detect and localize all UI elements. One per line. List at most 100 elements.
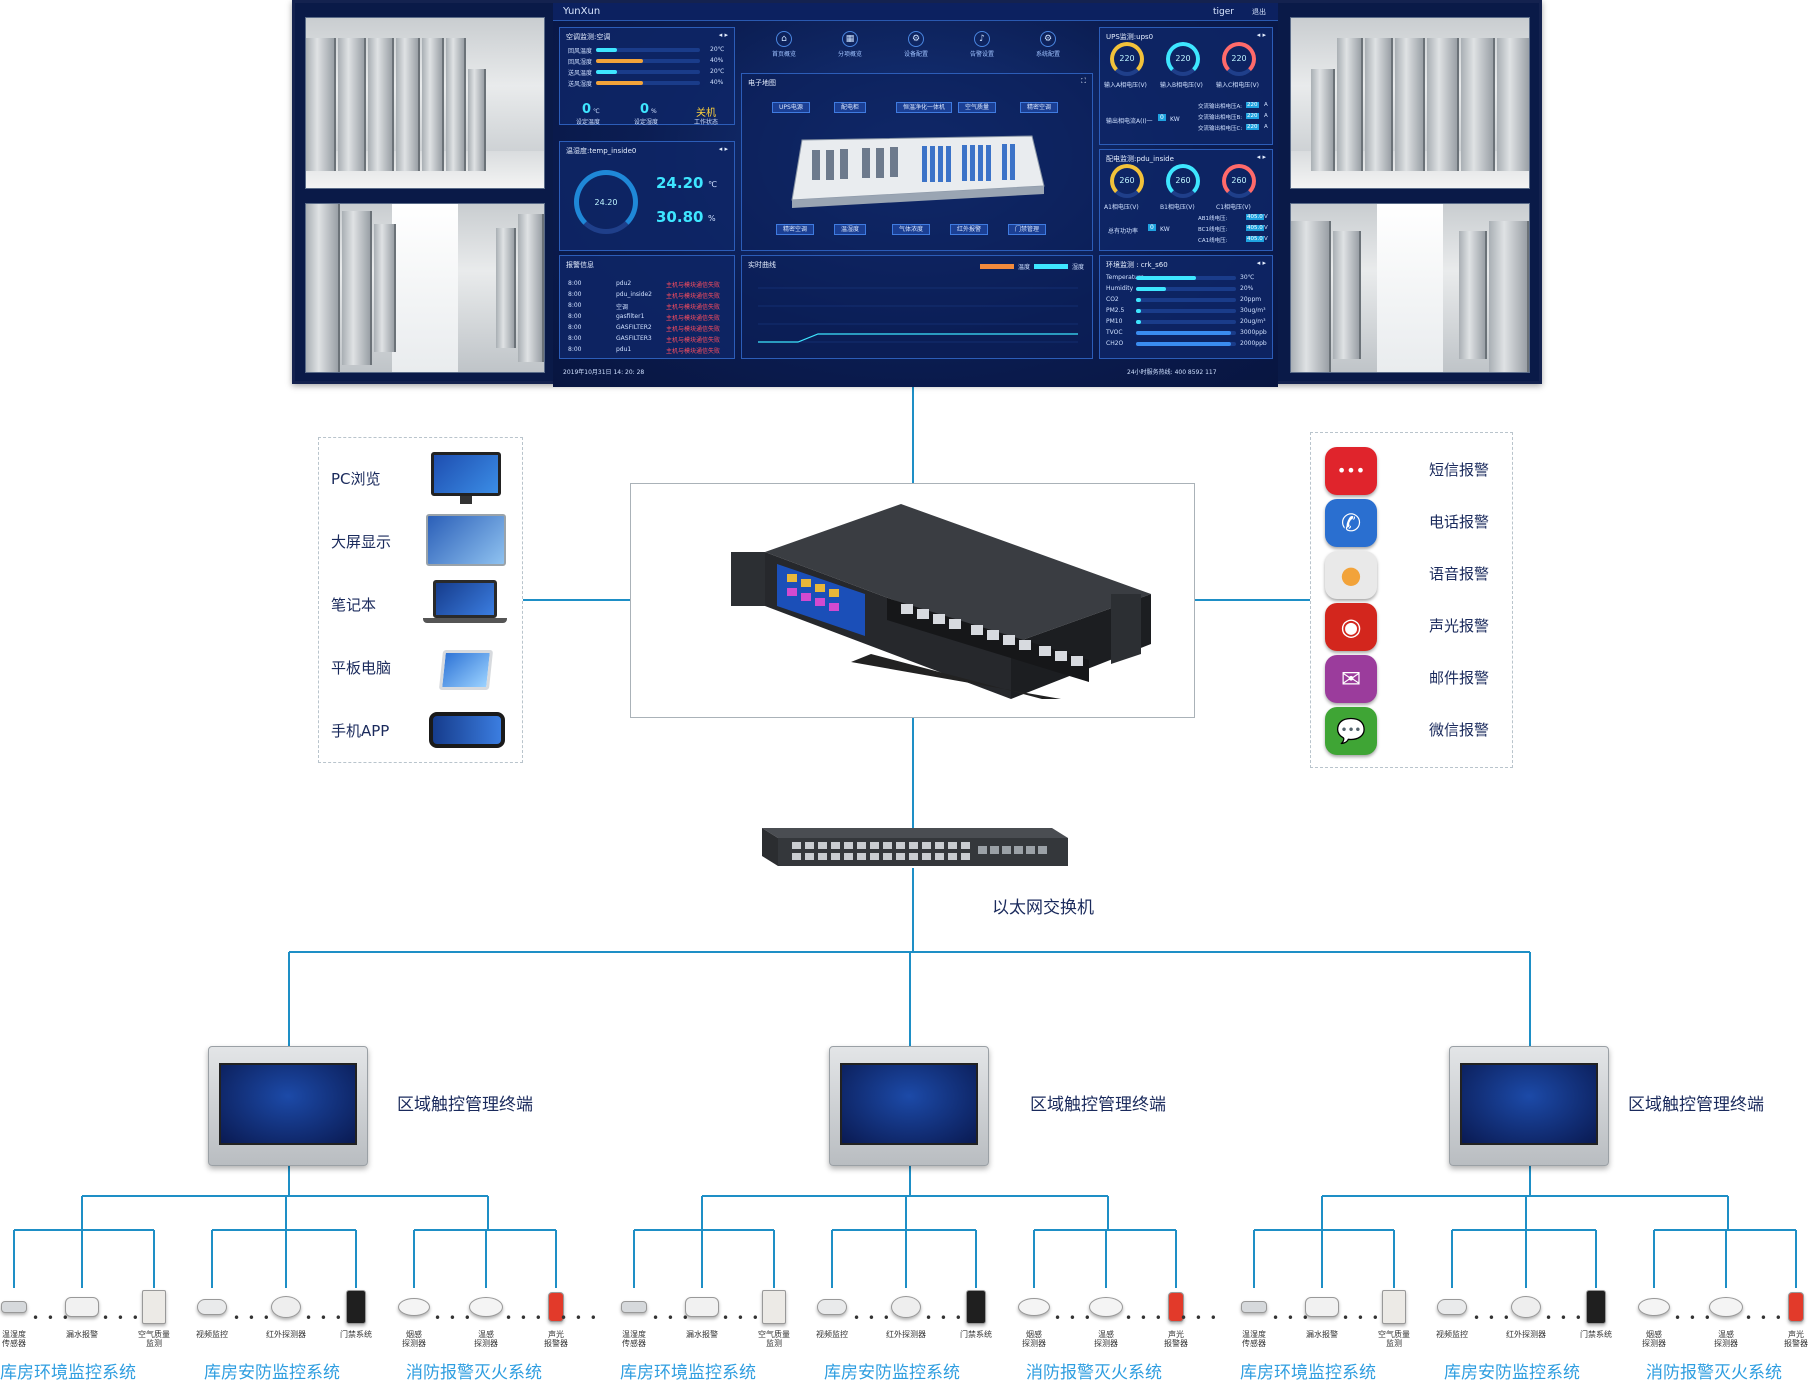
exit-link[interactable]: 退出 (1252, 8, 1266, 16)
alarm-row-message: 主机与模块通信失败 (666, 315, 721, 322)
map-tag[interactable]: 红外报警 (950, 224, 989, 235)
env-row-label: TVOC (1106, 329, 1123, 336)
ellipsis: • • • (505, 1311, 544, 1325)
nav-item[interactable]: ⚙设备配置 (885, 31, 947, 58)
sensor-shape (817, 1299, 847, 1315)
row-label: CA1线电压: (1198, 238, 1228, 244)
sensor-shape (1241, 1301, 1267, 1313)
work-state-label: 工作状态 (694, 119, 719, 126)
panel-arrows-icon[interactable]: ◂ ▸ (1256, 31, 1266, 39)
monitoring-host-box (630, 483, 1195, 718)
system-label: 消防报警灭火系统 (406, 1363, 542, 1380)
terminal-label-2: 区域触控管理终端 (1030, 1095, 1166, 1115)
gauge: 220 (1166, 42, 1200, 76)
env-row-label: PM2.5 (1106, 307, 1125, 314)
map-tag[interactable]: 恒温净化一体机 (896, 102, 953, 113)
row-unit: V (1264, 214, 1268, 220)
legend-temp-swatch (980, 264, 1014, 269)
nav-item[interactable]: ⌂首页概览 (753, 31, 815, 58)
mail-icon: ✉ (1325, 655, 1377, 703)
ac-row-label: 送风湿度 (568, 81, 593, 88)
map-tag[interactable]: 温湿度 (834, 224, 867, 235)
row-label: 交流输出相电压C: (1198, 126, 1243, 132)
temp-gauge-value: 24.20 (594, 198, 618, 207)
system-label: 库房安防监控系统 (204, 1363, 340, 1380)
panel-arrows-icon[interactable]: ◂ ▸ (718, 31, 728, 39)
sensor-device (752, 1285, 796, 1329)
map-tag[interactable]: 精密空调 (776, 224, 815, 235)
service-hotline: 24小时服务热线: 400 8592 117 (1127, 369, 1217, 376)
regional-terminal-2[interactable] (829, 1046, 989, 1166)
alarm-row-time: 8:00 (568, 313, 582, 320)
map-tag[interactable]: UPS电源 (772, 102, 810, 113)
legend-temp-label: 温度 (1018, 264, 1031, 271)
sensor-shape (762, 1290, 786, 1324)
alarm-method-label: 声光报警 (1429, 617, 1490, 635)
env-row-value: 3000ppb (1240, 329, 1267, 336)
client-label: 笔记本 (331, 596, 377, 614)
sensor-label: 门禁系统 (1580, 1330, 1612, 1339)
map-tag[interactable]: 精密空调 (1020, 102, 1059, 113)
temp-value: 24.20 (656, 174, 704, 192)
gauge: 220 (1110, 42, 1144, 76)
alarm-panel-title: 报警信息 (566, 261, 594, 269)
nav-item[interactable]: ⚙系统配置 (1017, 31, 1079, 58)
env-row-bar (1136, 342, 1236, 346)
alarm-row-time: 8:00 (568, 291, 582, 298)
map-tag[interactable]: 门禁管理 (1008, 224, 1047, 235)
env-row-label: PM10 (1106, 318, 1123, 325)
sensor-label: 声光 报警器 (1164, 1330, 1188, 1348)
map-tag[interactable]: 空气质量 (958, 102, 997, 113)
system-label: 库房安防监控系统 (1444, 1363, 1580, 1380)
sensor-label: 温湿度 传感器 (1242, 1330, 1266, 1348)
client-label: PC浏览 (331, 470, 381, 488)
set-temp-label: 设定温度 (576, 119, 601, 126)
alarm-row-time: 8:00 (568, 280, 582, 287)
legend-hum-swatch (1034, 264, 1068, 269)
sensor-device (1012, 1285, 1056, 1329)
env-row-bar (1136, 298, 1236, 302)
system-icon: ⚙ (1040, 31, 1056, 47)
panel-arrows-icon[interactable]: ◂ ▸ (1256, 153, 1266, 161)
ac-row-value: 20℃ (710, 46, 725, 53)
gauge: 260 (1110, 164, 1144, 198)
sensor-shape (1709, 1297, 1743, 1317)
archive-room-photo (305, 17, 545, 189)
ellipsis: • • • (1180, 1311, 1219, 1325)
sensor-label: 视频监控 (196, 1330, 228, 1339)
sensor-device (884, 1285, 928, 1329)
sensor-label: 声光 报警器 (1784, 1330, 1808, 1348)
tablet-image (438, 650, 494, 690)
sensor-shape (271, 1296, 301, 1318)
brand-name: YunXun (563, 6, 601, 17)
phone-icon: ✆ (1325, 499, 1377, 547)
nav-item[interactable]: ▦分项概览 (819, 31, 881, 58)
sensor-shape (1788, 1292, 1804, 1322)
sensor-label: 门禁系统 (960, 1330, 992, 1339)
alarm-methods-box: •••短信报警✆电话报警●语音报警◉声光报警✉邮件报警💬微信报警 (1310, 432, 1513, 768)
alarm-row-message: 主机与模块通信失败 (666, 348, 721, 355)
map-tag[interactable]: 气体浓度 (892, 224, 931, 235)
terminal-label-1: 区域触控管理终端 (397, 1095, 533, 1115)
user-name[interactable]: tiger (1213, 7, 1234, 17)
panel-arrows-icon[interactable]: ◂ ▸ (1256, 259, 1266, 267)
ellipsis: • • • (560, 1311, 599, 1325)
sensor-shape (548, 1292, 564, 1322)
realtime-curve-panel: 实时曲线 温度 湿度 (741, 255, 1093, 359)
regional-terminal-3[interactable] (1449, 1046, 1609, 1166)
sensor-shape (1382, 1290, 1406, 1324)
bell-icon: ♪ (974, 31, 990, 47)
env-panel-title: 环境监测 : crk_s60 (1106, 261, 1168, 269)
regional-terminal-1[interactable] (208, 1046, 368, 1166)
fullscreen-icon[interactable]: ⛶ (1081, 77, 1086, 85)
map-tag[interactable]: 配电柜 (834, 102, 867, 113)
sensor-label: 漏水报警 (1306, 1330, 1338, 1339)
curve-chart (758, 287, 1078, 343)
pdu-power-value: 0 (1148, 224, 1156, 231)
sensor-shape (1, 1301, 27, 1313)
panel-arrows-icon[interactable]: ◂ ▸ (718, 145, 728, 153)
row-label: AB1线电压: (1198, 216, 1228, 222)
gauge-value: 220 (1231, 54, 1247, 63)
nav-item[interactable]: ♪告警设置 (951, 31, 1013, 58)
